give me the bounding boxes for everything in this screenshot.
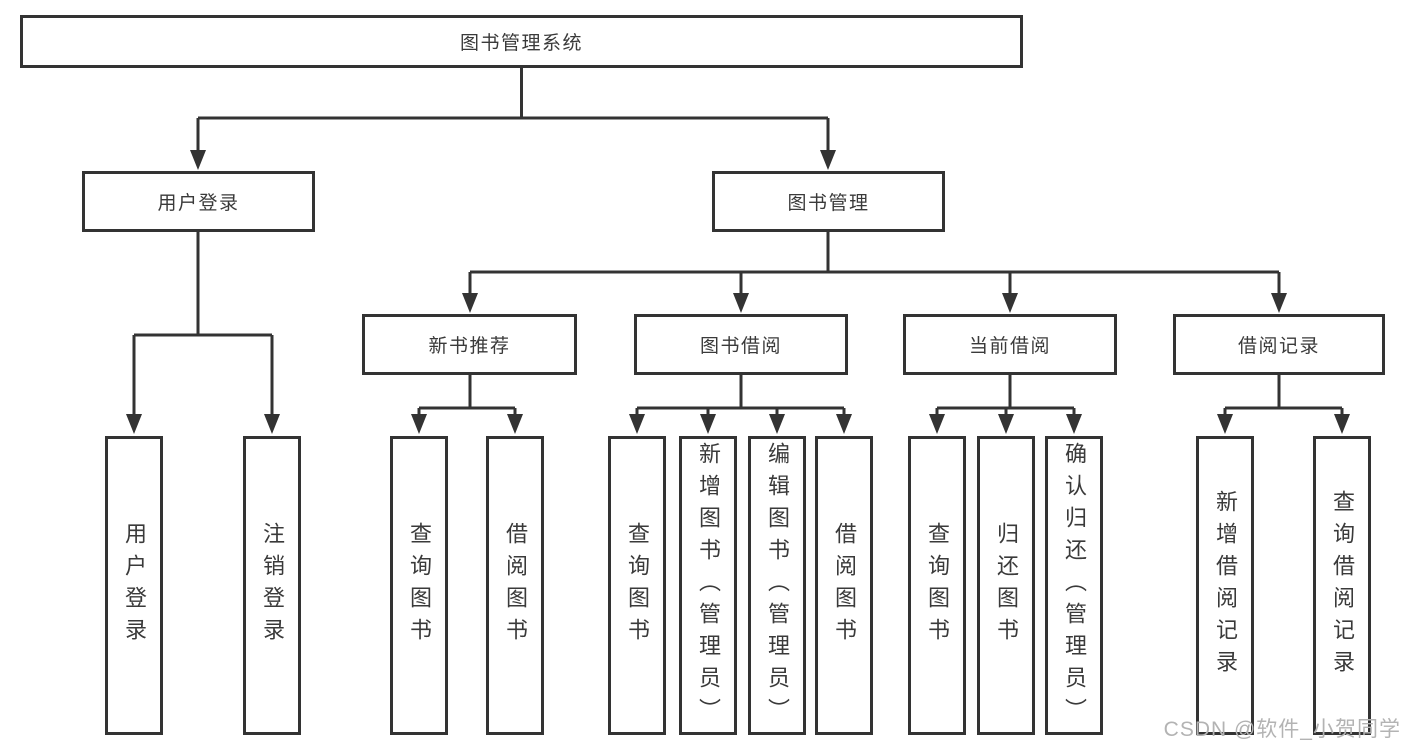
node-library-management-system: 图书管理系统: [20, 15, 1023, 68]
arrow-down-icon: [629, 414, 645, 434]
node-user-login-leaf: 用户登录: [105, 436, 163, 735]
node-label: 查询图书: [625, 521, 650, 650]
arrow-down-icon: [998, 414, 1014, 434]
arrow-down-icon: [1217, 414, 1233, 434]
arrow-down-icon: [462, 293, 478, 313]
node-label: 查询图书: [407, 521, 432, 650]
node-label: 用户登录: [157, 193, 240, 214]
arrow-down-icon: [190, 150, 206, 170]
node-query-borrow-record: 查询借阅记录: [1313, 436, 1371, 735]
node-query-books-current: 查询图书: [908, 436, 966, 735]
arrow-down-icon: [769, 414, 785, 434]
csdn-watermark: CSDN @软件_小贺同学: [1163, 718, 1401, 741]
node-label: 查询图书: [925, 521, 950, 650]
arrow-down-icon: [820, 150, 836, 170]
node-user-login: 用户登录: [82, 171, 315, 232]
node-borrowing-records: 借阅记录: [1173, 314, 1385, 375]
arrow-down-icon: [126, 414, 142, 434]
node-label: 查询借阅记录: [1330, 489, 1355, 682]
node-label: 借阅图书: [503, 521, 528, 650]
arrow-down-icon: [929, 414, 945, 434]
connector-borrowing-records-to-leaves: [1223, 375, 1344, 416]
node-label: 确认归还（管理员）: [1062, 441, 1087, 730]
connector-root-to-level2: [196, 68, 830, 152]
node-label: 新书推荐: [428, 336, 511, 357]
node-borrow-books: 借阅图书: [815, 436, 873, 735]
connector-user-login-to-leaves: [132, 232, 274, 416]
node-label: 图书管理: [787, 193, 870, 214]
arrow-down-icon: [411, 414, 427, 434]
arrow-down-icon: [1002, 293, 1018, 313]
node-book-borrowing: 图书借阅: [634, 314, 848, 375]
node-label: 当前借阅: [968, 336, 1051, 357]
node-current-borrowing: 当前借阅: [903, 314, 1117, 375]
arrow-down-icon: [1271, 293, 1287, 313]
node-edit-books-admin: 编辑图书（管理员）: [748, 436, 806, 735]
node-label: 图书管理系统: [459, 33, 583, 54]
arrow-down-icon: [264, 414, 280, 434]
node-label: 注销登录: [260, 521, 285, 650]
node-confirm-return-admin: 确认归还（管理员）: [1045, 436, 1103, 735]
node-new-book-recommendation: 新书推荐: [362, 314, 577, 375]
connector-book-borrowing-to-leaves: [635, 375, 846, 416]
node-query-books-recommendation: 查询图书: [390, 436, 448, 735]
node-return-books: 归还图书: [977, 436, 1035, 735]
connector-book-management-to-level3: [468, 232, 1281, 295]
node-label: 用户登录: [122, 521, 147, 650]
node-logout: 注销登录: [243, 436, 301, 735]
arrow-down-icon: [1334, 414, 1350, 434]
connector-new-book-recommendation-to-leaves: [417, 375, 517, 416]
node-query-books-borrowing: 查询图书: [608, 436, 666, 735]
arrow-down-icon: [836, 414, 852, 434]
arrow-down-icon: [507, 414, 523, 434]
node-label: 归还图书: [994, 521, 1019, 650]
node-label: 编辑图书（管理员）: [765, 441, 790, 730]
node-label: 借阅记录: [1237, 336, 1320, 357]
arrow-down-icon: [1066, 414, 1082, 434]
arrow-down-icon: [733, 293, 749, 313]
node-borrow-books-recommendation: 借阅图书: [486, 436, 544, 735]
node-label: 新增借阅记录: [1213, 489, 1238, 682]
arrow-down-icon: [700, 414, 716, 434]
connector-current-borrowing-to-leaves: [935, 375, 1076, 416]
node-add-borrow-record: 新增借阅记录: [1196, 436, 1254, 735]
node-book-management: 图书管理: [712, 171, 945, 232]
node-label: 新增图书（管理员）: [696, 441, 721, 730]
node-label: 借阅图书: [832, 521, 857, 650]
node-label: 图书借阅: [699, 336, 782, 357]
node-add-books-admin: 新增图书（管理员）: [679, 436, 737, 735]
